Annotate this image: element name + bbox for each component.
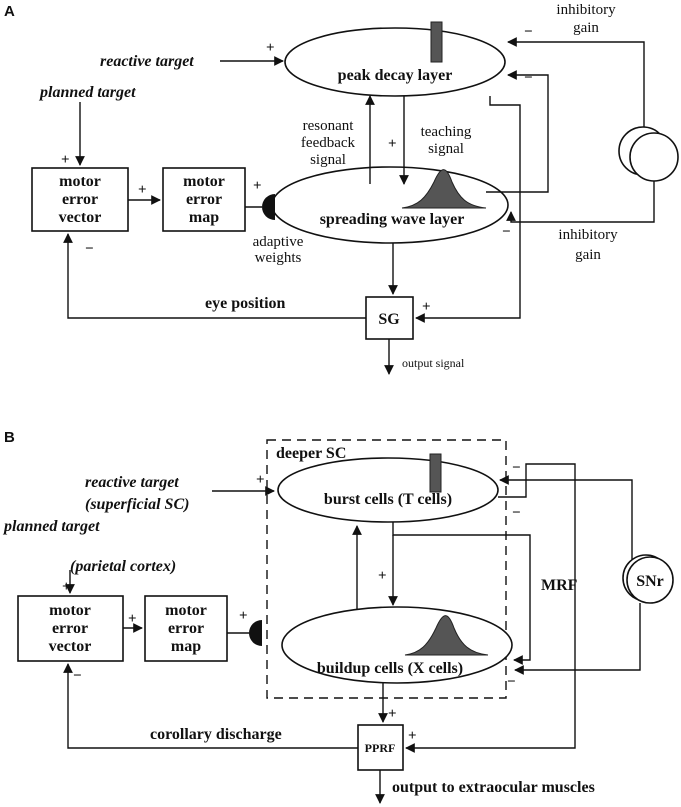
svg-text:−: − bbox=[524, 70, 533, 86]
planned-target-b: planned target bbox=[2, 518, 100, 535]
panel-b-label: B bbox=[4, 429, 15, 446]
svg-text:−: − bbox=[85, 241, 94, 257]
mrf-line bbox=[405, 463, 576, 753]
reactive-target-sub: (superficial SC) bbox=[85, 496, 189, 513]
svg-text:resonant: resonant bbox=[303, 118, 355, 134]
svg-text:vector: vector bbox=[59, 209, 102, 226]
planned-target-a: planned target bbox=[38, 84, 136, 101]
svg-text:teaching: teaching bbox=[421, 124, 472, 140]
svg-text:vector: vector bbox=[49, 638, 92, 655]
svg-text:signal: signal bbox=[428, 141, 464, 157]
eye-position-feedback bbox=[63, 233, 366, 319]
peak-to-sg-line bbox=[415, 96, 521, 323]
burst-to-buildup-loop bbox=[392, 522, 531, 665]
svg-text:+: + bbox=[388, 136, 397, 152]
svg-text:inhibitory: inhibitory bbox=[556, 2, 616, 18]
svg-text:−: − bbox=[512, 460, 521, 476]
svg-text:+: + bbox=[61, 152, 70, 168]
svg-text:motor: motor bbox=[165, 602, 207, 619]
reactive-target-a: reactive target bbox=[100, 53, 194, 70]
motor-error-vector-box-a bbox=[31, 167, 129, 232]
svg-text:+: + bbox=[266, 40, 275, 56]
svg-text:−: − bbox=[507, 674, 516, 690]
svg-text:+: + bbox=[253, 178, 262, 194]
svg-text:+: + bbox=[256, 472, 265, 488]
sg-label: SG bbox=[378, 311, 400, 328]
svg-text:gain: gain bbox=[573, 20, 599, 36]
svg-text:feedback: feedback bbox=[301, 135, 356, 151]
svg-text:error: error bbox=[168, 620, 204, 637]
inhibitory-gain-circle-front bbox=[629, 132, 679, 182]
svg-text:inhibitory: inhibitory bbox=[558, 227, 618, 243]
svg-text:−: − bbox=[73, 668, 82, 684]
svg-text:−: − bbox=[524, 24, 533, 40]
pprf-label: PPRF bbox=[365, 741, 396, 755]
eye-position-label: eye position bbox=[205, 295, 286, 312]
svg-text:error: error bbox=[186, 191, 222, 208]
motor-error-map-box-a bbox=[162, 167, 246, 232]
buildup-cells-label: buildup cells (X cells) bbox=[317, 660, 463, 677]
gaussian-bump bbox=[401, 169, 487, 209]
inhibitory-gain-top-line bbox=[507, 37, 645, 127]
peak-decay-layer bbox=[284, 27, 506, 97]
snr-label: SNr bbox=[636, 573, 664, 590]
swl-to-peak-inhibition bbox=[486, 70, 549, 193]
adaptive-weights-synapse bbox=[262, 194, 275, 220]
panel-a-label: A bbox=[4, 3, 15, 20]
snr-to-buildup-line bbox=[514, 603, 641, 675]
peak-bar bbox=[430, 21, 443, 63]
motor-error-vector-box-b bbox=[17, 595, 124, 662]
reactive-target-b: reactive target bbox=[85, 474, 179, 491]
burst-cells-layer bbox=[277, 457, 499, 523]
svg-text:+: + bbox=[408, 728, 417, 744]
svg-text:+: + bbox=[239, 608, 248, 624]
svg-text:map: map bbox=[171, 638, 201, 655]
mrf-label: MRF bbox=[541, 577, 578, 594]
corollary-discharge-label: corollary discharge bbox=[150, 726, 282, 743]
output-muscles-label: output to extraocular muscles bbox=[392, 779, 595, 796]
svg-text:+: + bbox=[388, 706, 397, 722]
corollary-discharge-feedback bbox=[63, 663, 358, 749]
svg-text:motor: motor bbox=[183, 173, 225, 190]
peak-decay-layer-label: peak decay layer bbox=[338, 67, 453, 84]
inhibitory-gain-bottom-line bbox=[506, 181, 655, 223]
deeper-sc-label: deeper SC bbox=[276, 445, 346, 462]
svg-text:error: error bbox=[62, 191, 98, 208]
pprf-box bbox=[357, 724, 404, 771]
svg-text:motor: motor bbox=[49, 602, 91, 619]
svg-text:+: + bbox=[62, 579, 71, 595]
svg-text:+: + bbox=[138, 182, 147, 198]
svg-text:−: − bbox=[512, 505, 521, 521]
spreading-wave-layer-label: spreading wave layer bbox=[320, 211, 465, 228]
svg-text:+: + bbox=[378, 568, 387, 584]
burst-cells-label: burst cells (T cells) bbox=[324, 491, 452, 508]
buildup-cells-layer bbox=[281, 606, 513, 684]
svg-text:−: − bbox=[502, 224, 511, 240]
svg-text:gain: gain bbox=[575, 247, 601, 263]
parietal-cortex-label: (parietal cortex) bbox=[70, 558, 176, 575]
svg-text:adaptive: adaptive bbox=[253, 234, 304, 250]
svg-text:signal: signal bbox=[310, 152, 346, 168]
deeper-sc-region bbox=[266, 439, 507, 699]
output-signal-label: output signal bbox=[402, 356, 465, 370]
buildup-gaussian bbox=[404, 615, 489, 656]
burst-peak-bar bbox=[429, 453, 442, 493]
svg-text:+: + bbox=[422, 299, 431, 315]
svg-text:weights: weights bbox=[255, 250, 302, 266]
snr-to-burst-line bbox=[499, 475, 633, 560]
svg-text:+: + bbox=[128, 611, 137, 627]
motor-error-map-box-b bbox=[144, 595, 228, 662]
adaptive-weights-synapse-b bbox=[249, 620, 262, 646]
svg-text:motor: motor bbox=[59, 173, 101, 190]
svg-text:map: map bbox=[189, 209, 219, 226]
svg-text:error: error bbox=[52, 620, 88, 637]
snr-circle-front bbox=[626, 556, 674, 604]
